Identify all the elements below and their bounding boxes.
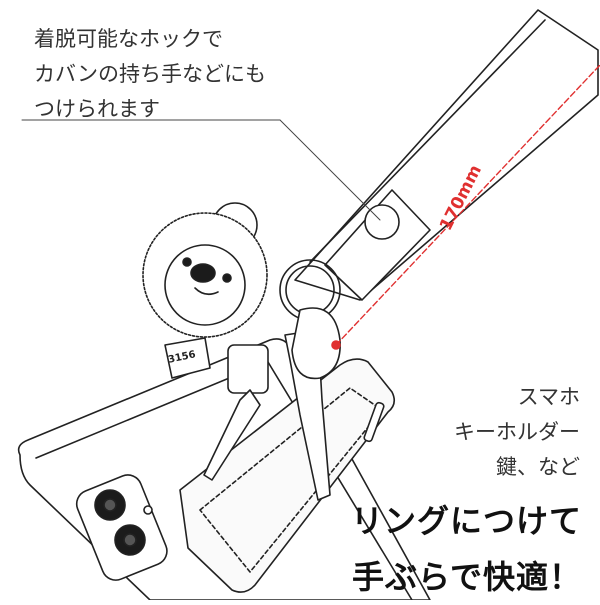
feature-line-3: つけられます: [34, 97, 160, 121]
usage-line-1: スマホ: [517, 385, 580, 409]
strap-drawing: [279, 9, 599, 321]
feature-line-2: カバンの持ち手などにも: [34, 62, 267, 86]
usage-line-2: キーホルダー: [454, 420, 580, 444]
feature-text: 着脱可能なホックで カバンの持ち手などにも つけられます: [34, 22, 266, 127]
headline-line-1: リングにつけて: [350, 502, 582, 540]
pouch-drawing: [179, 358, 396, 593]
usage-line-3: 鍵、など: [496, 455, 580, 479]
usage-text: スマホ キーホルダー 鍵、など: [454, 380, 580, 485]
feature-line-1: 着脱可能なホックで: [34, 27, 223, 51]
headline-line-2: 手ぶらで快適！: [351, 558, 582, 596]
keys-drawing: [203, 307, 341, 501]
headline: リングにつけて 手ぶらで快適！: [351, 493, 582, 605]
bear-drawing: [142, 202, 268, 379]
